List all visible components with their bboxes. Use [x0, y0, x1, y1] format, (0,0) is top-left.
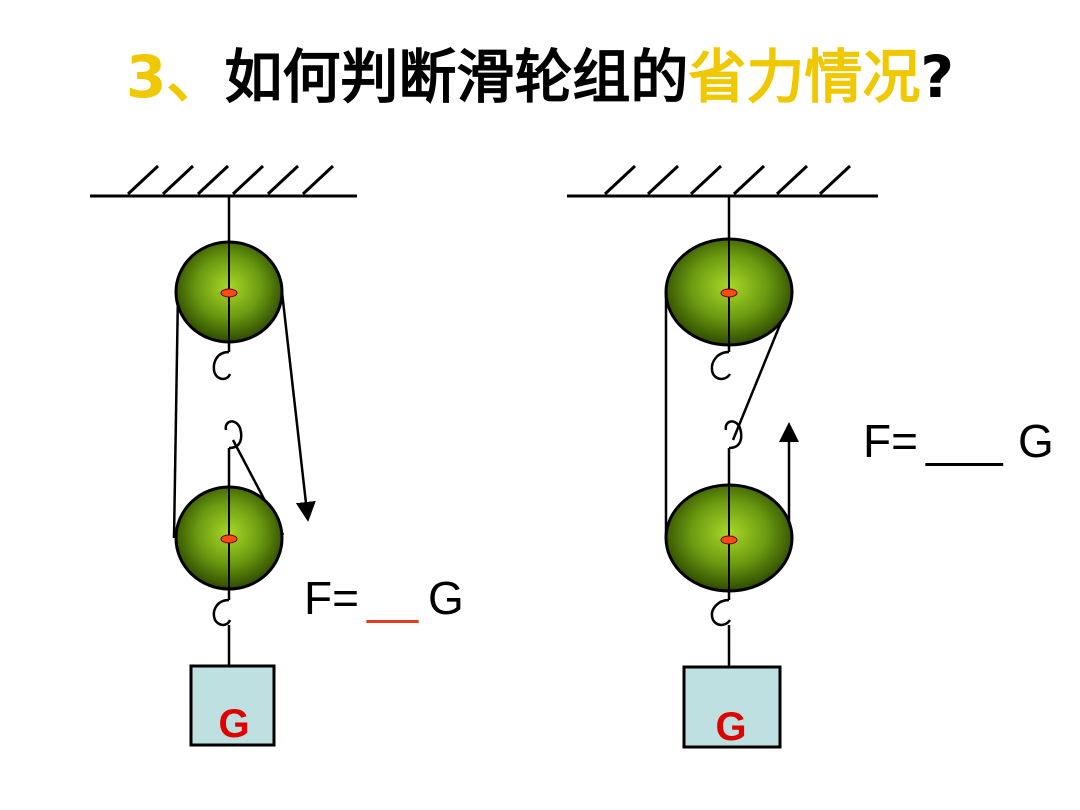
- right-upper-hook-icon: [710, 350, 732, 381]
- right-fixed-pulley: [664, 237, 794, 347]
- title-highlight: 省力情况: [688, 43, 921, 111]
- left-fixed-pulley: [174, 240, 284, 344]
- left-weight-hook-icon: [212, 598, 232, 627]
- title-question-mark: ?: [920, 43, 955, 111]
- left-formula: F= __ G: [304, 572, 464, 624]
- left-movable-pulley: [174, 485, 284, 591]
- title-number: 3: [125, 43, 167, 111]
- left-upper-hook-icon: [212, 350, 232, 381]
- title-main: 如何判断滑轮组的: [224, 43, 689, 111]
- right-weight-label: G: [715, 705, 746, 749]
- right-pulley-system: G F= ___ G: [567, 164, 1054, 749]
- right-formula-blank: ___: [925, 415, 1004, 467]
- left-lower-hook-icon: [224, 420, 243, 450]
- right-movable-pulley: [664, 483, 794, 593]
- right-lower-hook-icon: [724, 420, 743, 450]
- left-fixed-pulley-axle: [220, 288, 238, 298]
- left-weight: G: [189, 664, 276, 747]
- left-formula-prefix: F=: [304, 572, 359, 624]
- page-title: 3、如何判断滑轮组的省力情况?: [0, 30, 1080, 114]
- right-ceiling: [567, 164, 878, 198]
- right-weight-hook-icon: [710, 598, 732, 627]
- left-movable-pulley-axle: [220, 534, 238, 544]
- right-fixed-pulley-axle: [720, 288, 738, 298]
- left-ceiling: [90, 164, 357, 198]
- left-formula-blank: __: [366, 572, 420, 624]
- right-formula: F= ___ G: [863, 415, 1054, 467]
- right-weight: G: [682, 665, 782, 749]
- left-formula-suffix: G: [428, 572, 464, 624]
- title-separator: 、: [166, 43, 225, 111]
- right-movable-pulley-axle: [720, 535, 738, 545]
- left-weight-label: G: [218, 702, 249, 746]
- right-formula-prefix: F=: [863, 415, 918, 467]
- right-formula-suffix: G: [1018, 415, 1054, 467]
- left-pulley-system: G F= __ G: [90, 164, 464, 747]
